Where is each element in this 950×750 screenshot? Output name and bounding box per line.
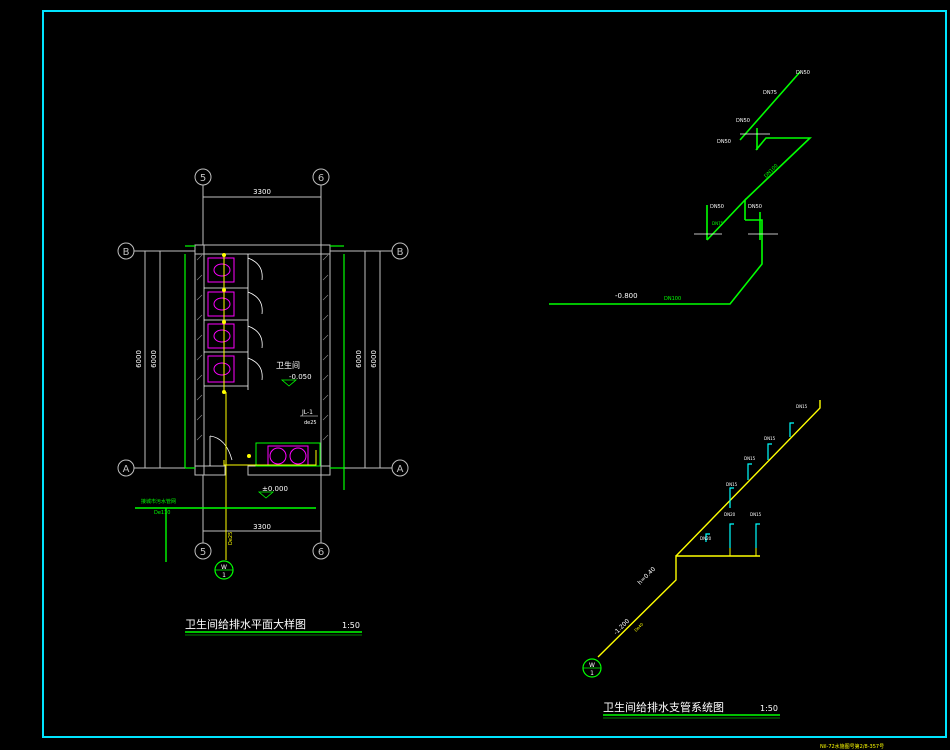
axis-label-A-right: A <box>397 464 404 475</box>
axis-label-6-top: 6 <box>318 173 324 184</box>
system-scale: 1:50 <box>760 704 778 713</box>
drain-outlet-label: 接城市污水管网 <box>141 498 176 505</box>
dim-top: 3300 <box>253 188 271 196</box>
svg-text:W: W <box>589 662 595 669</box>
water-fixture-size-3: DN15 <box>726 482 738 487</box>
outdoor-level: ±0.000 <box>262 485 288 493</box>
axis-label-B-right: B <box>397 247 404 258</box>
drain-fixture-size-2: DN75 <box>712 221 724 226</box>
plan-drain-pipe <box>135 507 316 562</box>
svg-text:1: 1 <box>222 572 226 579</box>
water-fixture-size-2: DN15 <box>750 512 762 517</box>
water-fixture-size-4: DN15 <box>744 456 756 461</box>
drain-level: -0.800 <box>615 292 638 300</box>
drain-outlet-size: De110 <box>154 510 170 516</box>
dim-bottom: 3300 <box>253 523 271 531</box>
drain-system-view: -0.800 DN100 DN100 DN50 DN50 DN75 DN50 D… <box>549 70 812 305</box>
water-main-size: De40 <box>633 621 644 632</box>
axis-label-5-top: 5 <box>200 173 206 184</box>
water-fixture-size-6: DN15 <box>796 404 808 409</box>
walls <box>194 244 331 476</box>
riser-label: JL-1 <box>301 409 313 416</box>
room-name: 卫生间 <box>276 360 300 370</box>
plan-title: 卫生间给排水平面大样图 <box>185 617 306 631</box>
plan-water-pipe <box>223 255 317 560</box>
footer-note: Nil-72水施图号第2/8-357号 <box>820 743 884 750</box>
dim-left-outer: 6000 <box>135 350 143 368</box>
axis-label-5-bottom: 5 <box>200 547 206 558</box>
drain-fixture-size-3: DN50 <box>717 139 731 145</box>
drain-fixture-size-5: DN75 <box>763 90 777 96</box>
drain-fixture-size-1: DN50 <box>748 204 762 210</box>
axis-label-A-left: A <box>123 464 130 475</box>
dim-left-inner: 6000 <box>150 350 158 368</box>
plan-scale: 1:50 <box>342 621 360 630</box>
water-fixture-size-1: DN20 <box>724 512 736 517</box>
dim-right-outer: 6000 <box>370 350 378 368</box>
riser-size: de25 <box>304 420 317 426</box>
water-fixture-size-5: DN15 <box>764 436 776 441</box>
drain-fixture-size-6: DN50 <box>796 70 810 76</box>
water-fixture-size-0: DN20 <box>700 536 712 541</box>
drain-main-size: DN100 <box>664 296 681 302</box>
drawing-frame <box>42 10 947 738</box>
svg-text:1: 1 <box>590 670 594 677</box>
dim-right-inner: 6000 <box>355 350 363 368</box>
axis-label-6-bottom: 6 <box>318 547 324 558</box>
stall-partitions <box>204 254 263 466</box>
room-floor-level: -0.050 <box>289 373 312 381</box>
drain-fixture-size-0: DN50 <box>710 204 724 210</box>
drain-fixture-size-4: DN50 <box>736 118 750 124</box>
toilet-fixtures <box>207 257 309 467</box>
water-system-view: DN20 DN20 DN15 DN15 DN15 DN15 DN15 h=0.4… <box>582 400 821 719</box>
system-title: 卫生间给排水支管系统图 <box>603 700 724 714</box>
svg-text:W: W <box>221 564 227 571</box>
plan-pipe-size: De25 <box>228 532 234 545</box>
water-branch-level: h=0.40 <box>636 566 657 587</box>
wash-basin-counter <box>255 442 321 467</box>
axis-label-B-left: B <box>123 247 130 258</box>
drain-branch-size: DN100 <box>763 163 779 179</box>
plan-view: 5 6 5 6 B B A A 3300 3300 6000 6000 6000… <box>117 168 409 636</box>
